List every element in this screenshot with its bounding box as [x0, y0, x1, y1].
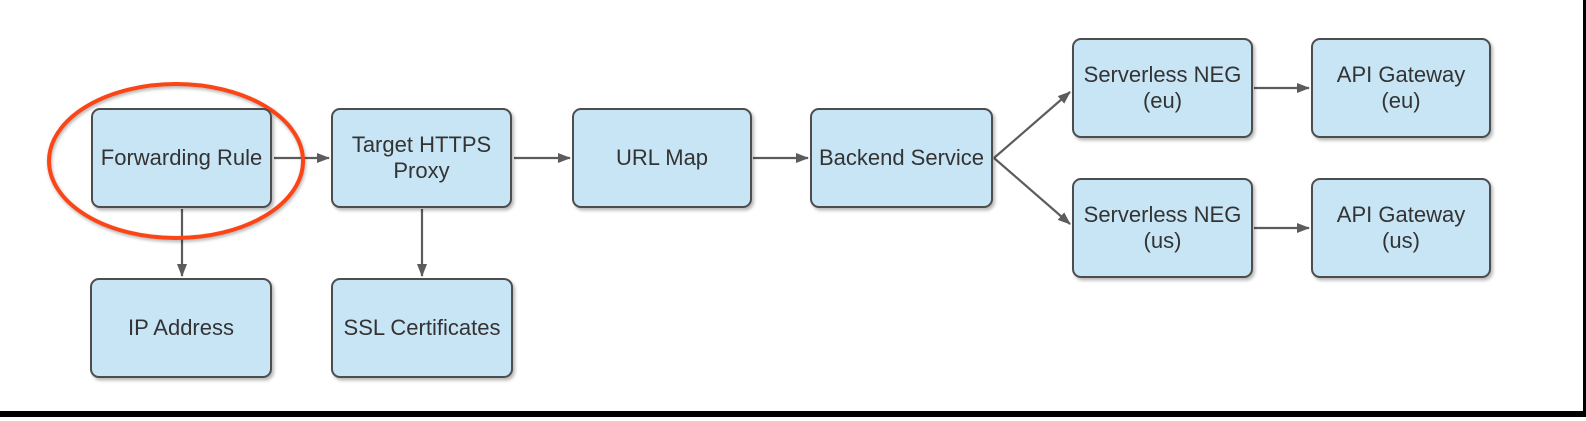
node-label: URL Map: [615, 145, 709, 170]
node-label: IP Address: [128, 315, 234, 340]
edge-backend-service-to-serverless-neg-eu: [993, 91, 1071, 159]
node-ssl-certificates: SSL Certificates: [331, 278, 513, 378]
node-serverless-neg-eu: Serverless NEG (eu): [1072, 38, 1253, 138]
node-api-gateway-eu: API Gateway (eu): [1311, 38, 1491, 138]
node-url-map: URL Map: [572, 108, 752, 208]
node-label: SSL Certificates: [343, 315, 501, 340]
node-label: API Gateway (us): [1336, 202, 1466, 253]
node-forwarding-rule: Forwarding Rule: [91, 108, 272, 208]
node-label: Backend Service: [818, 145, 985, 170]
node-backend-service: Backend Service: [810, 108, 993, 208]
node-label: Serverless NEG (eu): [1083, 62, 1242, 113]
node-api-gateway-us: API Gateway (us): [1311, 178, 1491, 278]
window-border-bottom: [0, 411, 1586, 417]
node-label: API Gateway (eu): [1336, 62, 1466, 113]
node-target-https-proxy: Target HTTPS Proxy: [331, 108, 512, 208]
window-border-right: [1583, 0, 1586, 417]
node-label: Forwarding Rule: [100, 145, 263, 170]
node-serverless-neg-us: Serverless NEG (us): [1072, 178, 1253, 278]
node-ip-address: IP Address: [90, 278, 272, 378]
edge-backend-service-to-serverless-neg-us: [993, 157, 1071, 225]
node-label: Target HTTPS Proxy: [351, 132, 492, 183]
node-label: Serverless NEG (us): [1083, 202, 1242, 253]
